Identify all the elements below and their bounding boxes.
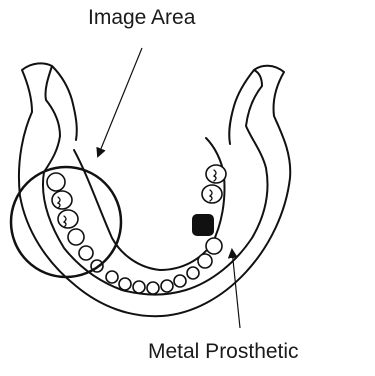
tooth: [198, 254, 212, 268]
tooth: [206, 238, 222, 254]
tooth: [68, 229, 84, 245]
tooth: [47, 173, 65, 191]
tooth: [106, 271, 118, 283]
image-area-arrow: [98, 48, 142, 156]
tooth: [133, 281, 145, 293]
tooth: [58, 210, 78, 228]
metal-prosthetic-crown: [192, 214, 214, 236]
left-ramus-notch: [52, 66, 77, 140]
tooth: [187, 267, 199, 279]
left-teeth: [47, 173, 103, 272]
tooth: [52, 191, 72, 209]
tooth: [161, 280, 173, 292]
tooth: [147, 282, 159, 294]
tooth: [174, 275, 186, 287]
metal-prosthetic-arrow: [232, 250, 240, 328]
tooth: [119, 278, 131, 290]
tooth: [79, 246, 93, 260]
mandible-inner-contour: [74, 138, 225, 270]
